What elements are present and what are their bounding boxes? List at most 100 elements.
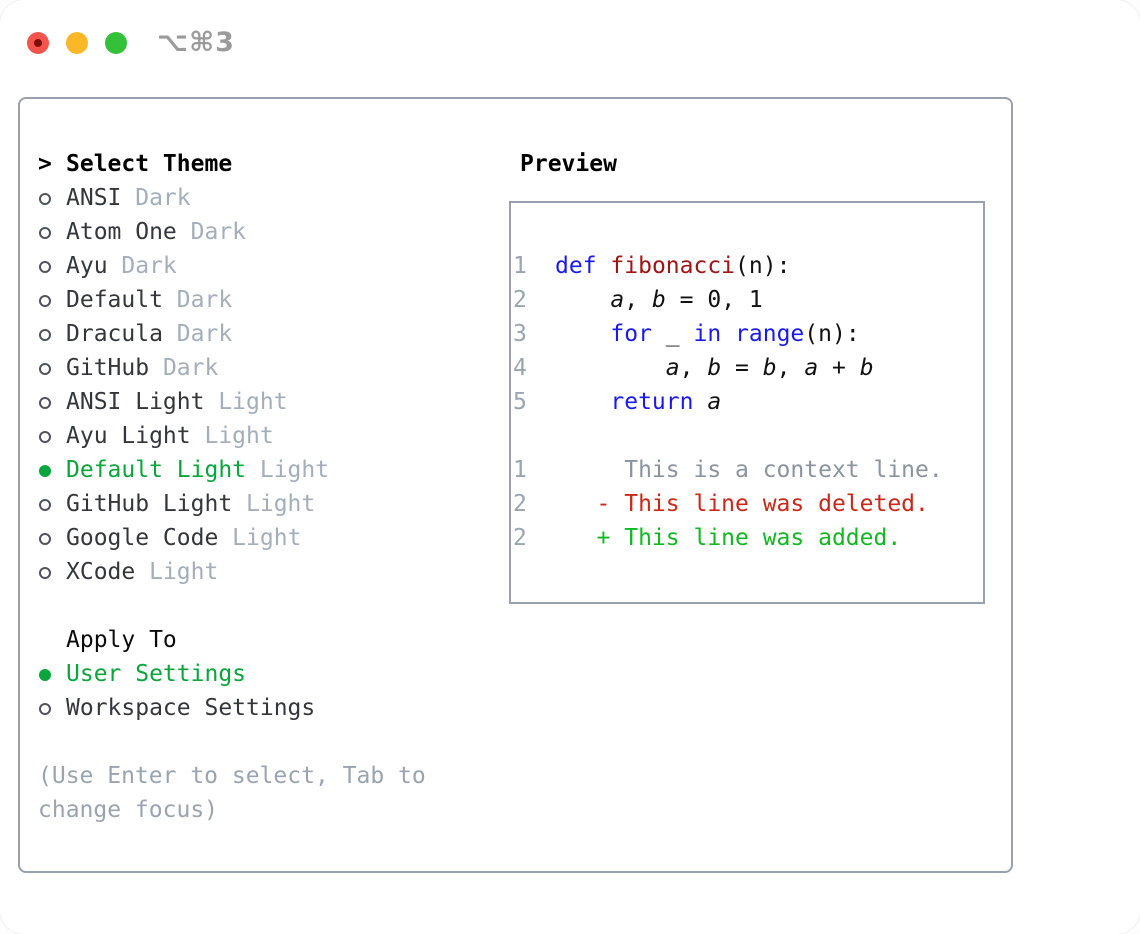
- code-token: [555, 525, 597, 551]
- close-button[interactable]: [27, 31, 49, 54]
- theme-variant-label: Dark: [162, 321, 233, 347]
- radio-icon: [39, 261, 51, 273]
- code-token: ,: [679, 355, 708, 381]
- code-line: 1 This is a context line.: [513, 453, 983, 487]
- code-token: return: [610, 389, 694, 415]
- code-token: (n):: [804, 321, 860, 347]
- apply-option-workspace-settings[interactable]: Workspace Settings: [38, 691, 426, 725]
- hint-text: change focus): [38, 797, 219, 823]
- code-token: (n):: [735, 253, 791, 279]
- code-line: 4 a, b = b, a + b: [513, 351, 983, 385]
- line-number: 1: [513, 457, 527, 483]
- line-number: 2: [513, 287, 527, 313]
- window-title: ⌥⌘3: [157, 27, 235, 58]
- code-token: [597, 253, 611, 279]
- theme-name-label: Ayu Light: [66, 423, 191, 449]
- theme-name-label: Dracula: [66, 321, 163, 347]
- code-token: ,: [624, 287, 652, 313]
- theme-name-label: Atom One: [66, 219, 177, 245]
- theme-option-default[interactable]: Default Dark: [38, 283, 426, 317]
- line-number: 5: [513, 389, 527, 415]
- code-token: b: [859, 355, 874, 381]
- radio-icon: [39, 533, 51, 545]
- code-content: This is a context line.: [555, 457, 943, 483]
- radio-cell: [38, 695, 66, 721]
- close-icon: [34, 38, 42, 47]
- code-content: def fibonacci(n):: [555, 253, 790, 279]
- radio-cell: [38, 457, 66, 483]
- code-token: ,: [776, 355, 805, 381]
- theme-option-xcode[interactable]: XCode Light: [38, 555, 426, 589]
- theme-name-label: XCode: [66, 559, 136, 585]
- theme-name-label: GitHub: [66, 355, 150, 381]
- code-content: for _ in range(n):: [555, 321, 860, 347]
- radio-icon: [39, 397, 51, 409]
- theme-option-ansi-light[interactable]: ANSI Light Light: [38, 385, 426, 419]
- line-number: 1: [513, 253, 527, 279]
- code-token: [693, 389, 707, 415]
- theme-option-default-light[interactable]: Default Light Light: [38, 453, 426, 487]
- radio-cell: [38, 185, 66, 211]
- code-token: [555, 287, 610, 313]
- code-token: [555, 321, 610, 347]
- line-number: 4: [513, 355, 527, 381]
- radio-icon: [39, 329, 51, 341]
- apply-to-title: Apply To: [66, 627, 177, 653]
- selected-radio-icon: [39, 669, 51, 681]
- code-content: return a: [555, 389, 721, 415]
- theme-variant-label: Light: [232, 491, 316, 517]
- radio-cell: [38, 661, 66, 687]
- section-gap: [38, 725, 426, 759]
- theme-variant-label: Light: [204, 389, 288, 415]
- code-line: 2 - This line was deleted.: [513, 487, 983, 521]
- theme-name-label: ANSI Light: [66, 389, 205, 415]
- theme-name-label: Default Light: [66, 457, 247, 483]
- code-token: range: [735, 321, 805, 347]
- theme-name-label: ANSI: [66, 185, 122, 211]
- theme-variant-label: Light: [246, 457, 330, 483]
- code-token: b: [762, 355, 777, 381]
- code-token: a: [665, 355, 680, 381]
- theme-option-google-code[interactable]: Google Code Light: [38, 521, 426, 555]
- section-gap: [38, 589, 426, 623]
- radio-cell: [38, 321, 66, 347]
- radio-cell: [38, 287, 66, 313]
- radio-icon: [39, 567, 51, 579]
- theme-option-ayu-light[interactable]: Ayu Light Light: [38, 419, 426, 453]
- code-token: b: [707, 355, 722, 381]
- code-token: _: [651, 321, 694, 347]
- radio-icon: [39, 499, 51, 511]
- theme-variant-label: Dark: [107, 253, 177, 279]
- theme-option-github[interactable]: GitHub Dark: [38, 351, 426, 385]
- line-number: 3: [513, 321, 527, 347]
- radio-cell: [38, 491, 66, 517]
- code-token: b: [651, 287, 666, 313]
- code-token: fibonacci: [610, 253, 736, 279]
- theme-variant-label: Light: [135, 559, 219, 585]
- theme-option-ayu[interactable]: Ayu Dark: [38, 249, 426, 283]
- apply-option-label: Workspace Settings: [66, 695, 316, 721]
- select-theme-title: Select Theme: [66, 151, 233, 177]
- radio-icon: [39, 363, 51, 375]
- code-token: in: [693, 321, 722, 347]
- theme-option-atom-one[interactable]: Atom One Dark: [38, 215, 426, 249]
- radio-cell: [38, 559, 66, 585]
- maximize-button[interactable]: [105, 31, 127, 54]
- minimize-button[interactable]: [66, 31, 88, 54]
- code-token: [721, 321, 735, 347]
- theme-variant-label: Dark: [149, 355, 219, 381]
- line-number: 2: [513, 491, 527, 517]
- theme-option-github-light[interactable]: GitHub Light Light: [38, 487, 426, 521]
- apply-option-user-settings[interactable]: User Settings: [38, 657, 426, 691]
- focus-caret-icon: >: [38, 151, 52, 177]
- code-token: [555, 389, 610, 415]
- titlebar: ⌥⌘3: [27, 27, 235, 58]
- radio-cell: [38, 389, 66, 415]
- theme-option-ansi[interactable]: ANSI Dark: [38, 181, 426, 215]
- theme-variant-label: Light: [218, 525, 302, 551]
- theme-option-dracula[interactable]: Dracula Dark: [38, 317, 426, 351]
